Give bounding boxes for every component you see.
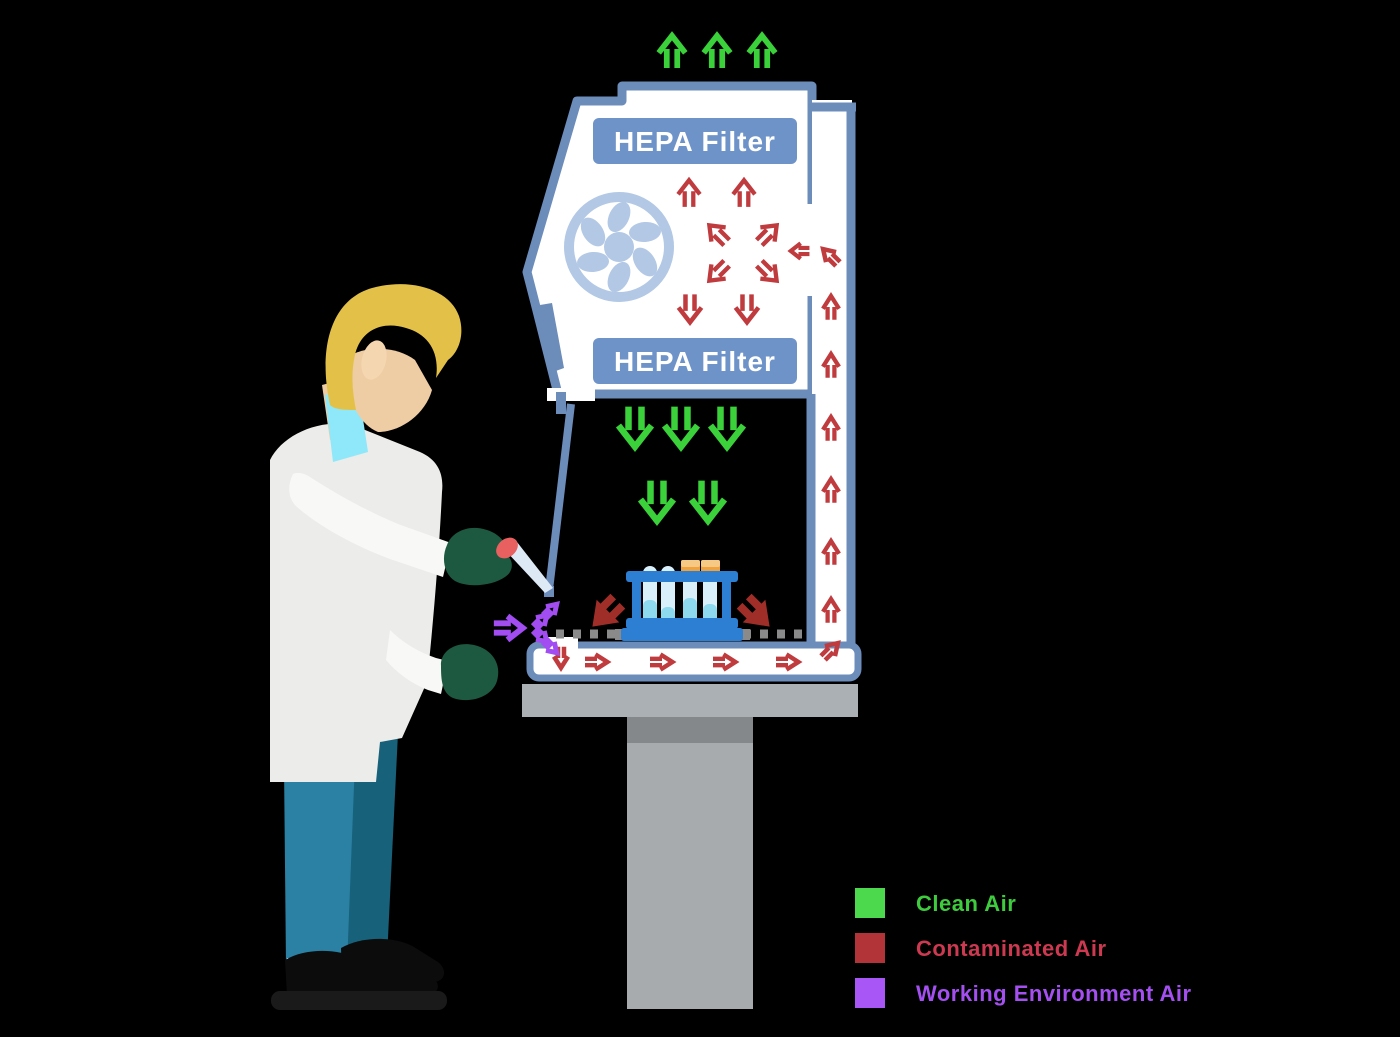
clean-air-exhaust-arrows (659, 36, 776, 68)
upper-arm-sleeve (289, 473, 451, 577)
clean-air-arrow (704, 36, 731, 68)
clean-air-arrow (618, 407, 651, 447)
inner-wall-air-gap (803, 204, 821, 296)
pants-front-leg (284, 760, 355, 966)
clean-air-arrow (691, 481, 724, 521)
legend-swatch-contaminated-air (855, 933, 885, 963)
rack-frame (621, 571, 743, 641)
lower-arm-sleeve (386, 630, 448, 694)
cabinet-bottom-channel (526, 641, 862, 682)
sash-rail (540, 303, 564, 372)
pedestal-collar (627, 717, 753, 743)
shoe-soles (271, 991, 447, 1010)
fan-icon (564, 192, 674, 302)
table-top (522, 684, 858, 717)
legend-label-clean-air: Clean Air (916, 891, 1016, 916)
temple-highlight (361, 340, 387, 380)
clean-air-arrow (749, 36, 776, 68)
working-air-arrow (494, 616, 523, 640)
hepa-label-bottom-box (593, 338, 797, 384)
cabinet-right-channel (812, 100, 852, 675)
hepa-label-top-text: HEPA Filter (614, 126, 776, 157)
hepa-filter-label-bottom: HEPA Filter (593, 338, 797, 384)
clean-air-arrow (640, 481, 673, 521)
pipette-bulb (496, 537, 518, 559)
front-sash-glass (545, 403, 575, 591)
legend-item: Clean Air (855, 888, 1016, 918)
tube-caps (681, 560, 720, 574)
clean-air-arrow (664, 407, 697, 447)
legend-label-working-air: Working Environment Air (916, 981, 1192, 1006)
shoe-front (285, 950, 438, 995)
glove-upper (443, 527, 512, 586)
scientist-illustration (270, 284, 553, 1010)
hair (325, 284, 462, 410)
sash-bottom-tip (544, 586, 554, 597)
legend-item: Working Environment Air (855, 978, 1192, 1008)
clean-air-downflow-arrows (618, 407, 743, 521)
hepa-label-bottom-text: HEPA Filter (614, 346, 776, 377)
hepa-label-top-box (593, 118, 797, 164)
pedestal-column (627, 743, 753, 1009)
glove-fingers (465, 555, 495, 581)
test-tube-rack (621, 560, 743, 641)
legend-swatch-clean-air (855, 888, 885, 918)
hepa-filter-label-top: HEPA Filter (593, 118, 797, 164)
clean-air-arrow (710, 407, 743, 447)
glove-lower (440, 644, 499, 701)
clean-air-arrow (659, 36, 686, 68)
legend-label-contaminated-air: Contaminated Air (916, 936, 1107, 961)
pipette (504, 542, 553, 593)
sash-bracket (547, 388, 595, 401)
legend-swatch-working-air (855, 978, 885, 1008)
legend-item: Contaminated Air (855, 933, 1107, 963)
legend: Clean Air Contaminated Air Working Envir… (855, 888, 1192, 1008)
sash-top-tab (556, 392, 566, 414)
table-stand (522, 684, 858, 1009)
